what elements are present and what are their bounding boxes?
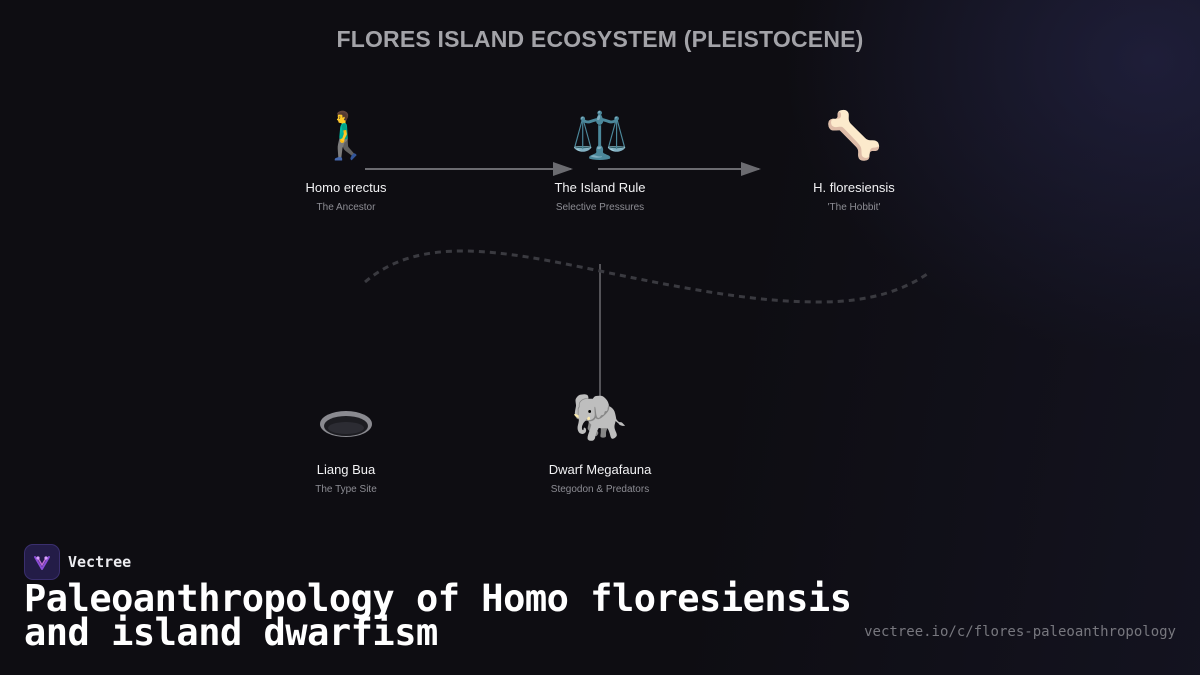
node-h-floresiensis: 🦴 H. floresiensis 'The Hobbit' [764, 104, 944, 213]
node-label: The Island Rule [554, 180, 646, 195]
brand: Vectree [24, 544, 131, 580]
edge-liang-bua-to-floresiensis [364, 249, 931, 304]
node-label: H. floresiensis [813, 180, 895, 195]
node-subtitle: Selective Pressures [555, 202, 645, 213]
bone-icon: 🦴 [825, 109, 883, 161]
page-url[interactable]: vectree.io/c/flores-paleoanthropology [864, 624, 1176, 640]
node-label: Dwarf Megafauna [548, 462, 652, 477]
diagram-title: FLORES ISLAND ECOSYSTEM (PLEISTOCENE) [336, 26, 864, 52]
scales-icon: ⚖️ [571, 109, 629, 161]
node-subtitle: Stegodon & Predators [550, 484, 650, 495]
node-subtitle: 'The Hobbit' [827, 202, 881, 213]
node-homo-erectus: 🚶‍♂️ Homo erectus The Ancestor [256, 104, 436, 213]
cave-hole-icon [256, 386, 436, 448]
vectree-logo-icon [24, 544, 60, 580]
node-island-rule: ⚖️ The Island Rule Selective Pressures [510, 104, 690, 213]
page-headline: Paleoanthropology of Homo floresiensis a… [24, 577, 852, 654]
node-label: Homo erectus [305, 180, 387, 195]
node-label: Liang Bua [316, 462, 376, 477]
elephant-icon: 🐘 [571, 391, 629, 443]
node-subtitle: The Type Site [315, 484, 377, 495]
node-subtitle: The Ancestor [316, 202, 376, 213]
walking-man-icon: 🚶‍♂️ [317, 109, 375, 161]
node-dwarf-megafauna: 🐘 Dwarf Megafauna Stegodon & Predators [510, 386, 690, 495]
brand-name: Vectree [68, 553, 132, 571]
node-liang-bua: Liang Bua The Type Site [256, 386, 436, 495]
